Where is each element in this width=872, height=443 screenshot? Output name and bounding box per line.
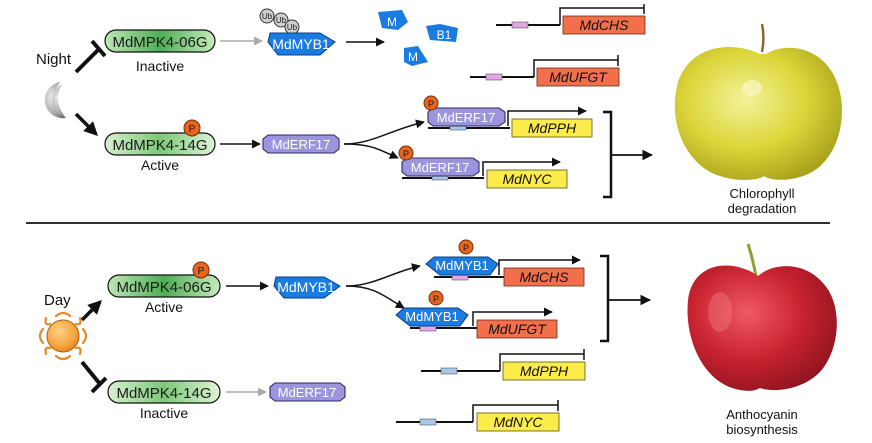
day-mpk-06g-name: MdMPK4-06G <box>116 279 211 296</box>
svg-text:P: P <box>403 149 409 159</box>
myb-binding-site <box>511 21 529 29</box>
night-gene-mdnyc: MdERF17 P MdNYC <box>398 145 568 189</box>
svg-text:P: P <box>433 294 439 304</box>
night-myb-hexagon <box>267 32 336 56</box>
night-activate-arrow <box>74 112 98 136</box>
night-erf-tag <box>262 134 340 154</box>
night-gene-mdufgt: MdUFGT <box>470 55 620 87</box>
night-branch-up-arrow <box>343 119 425 145</box>
svg-text:MdCHS: MdCHS <box>579 17 629 33</box>
svg-text:MdNYC: MdNYC <box>493 414 543 430</box>
sun-icon <box>38 311 88 361</box>
bound-myb-hexagon <box>395 307 469 327</box>
night-branch-down-arrow <box>343 143 399 159</box>
svg-text:MdUFGT: MdUFGT <box>549 69 608 85</box>
day-erf-tag <box>269 382 346 402</box>
night-bracket <box>603 110 613 199</box>
erf-binding-site <box>440 367 458 375</box>
bound-erf-tag <box>401 157 480 177</box>
bound-erf-tag <box>427 107 506 127</box>
night-erf-name: MdERF17 <box>272 137 331 152</box>
day-outcome-line2: biosynthesis <box>726 422 798 437</box>
night-gene-mdchs: MdCHS <box>496 4 646 35</box>
day-mpk-06g-pill <box>107 274 221 298</box>
svg-text:P: P <box>463 243 469 253</box>
svg-text:M: M <box>387 15 397 29</box>
phospho-badge <box>423 95 439 111</box>
svg-text:P: P <box>189 124 196 135</box>
phospho-badge <box>183 119 201 137</box>
yellow-apple-image <box>674 23 842 181</box>
night-gene-mdpph: MdERF17 P MdPPH <box>423 95 593 138</box>
day-erf-name: MdERF17 <box>278 385 337 400</box>
svg-text:MdMYB1: MdMYB1 <box>435 258 488 273</box>
day-mpk-14g-state: Inactive <box>140 405 188 421</box>
day-gene-mdpph: MdPPH <box>421 349 586 381</box>
day-branch-down-arrow <box>345 285 405 309</box>
moon-shade <box>52 84 66 118</box>
myb-binding-site <box>451 274 469 281</box>
ub-mark: Ub <box>287 23 298 32</box>
svg-text:MdERF17: MdERF17 <box>411 160 470 175</box>
day-inhibit-bar <box>90 376 108 394</box>
svg-text:MdNYC: MdNYC <box>502 171 552 187</box>
night-mpk-14g-pill <box>104 132 216 156</box>
night-outcome-line2: degradation <box>728 201 797 216</box>
myb-binding-site <box>485 73 503 81</box>
myb-fragments: M B1 M <box>378 10 458 66</box>
night-inhibit-line <box>74 47 101 74</box>
svg-text:MdPPH: MdPPH <box>528 120 577 136</box>
night-mpk-06g-state: Inactive <box>136 58 184 74</box>
day-mpk-14g-name: MdMPK4-14G <box>116 385 211 402</box>
night-label: Night <box>36 51 72 68</box>
day-inhibit-line <box>80 360 102 386</box>
svg-text:MdCHS: MdCHS <box>519 269 569 285</box>
phospho-badge <box>192 261 210 279</box>
day-gene-mdnyc: MdNYC <box>396 400 560 432</box>
night-myb-name: MdMYB1 <box>272 36 330 52</box>
bound-myb-hexagon <box>425 256 499 276</box>
erf-binding-site <box>419 418 437 426</box>
day-outcome-line1: Anthocyanin <box>726 407 798 422</box>
night-mpk-06g-name: MdMPK4-06G <box>112 34 207 51</box>
day-gene-mdchs: MdMYB1 P MdCHS <box>425 239 585 287</box>
svg-text:P: P <box>428 99 434 109</box>
svg-text:MdUFGT: MdUFGT <box>488 321 547 337</box>
day-label: Day <box>44 292 71 309</box>
night-inhibit-bar <box>90 39 107 58</box>
day-gene-mdufgt: MdMYB1 P MdUFGT <box>395 290 558 339</box>
day-branch-up-arrow <box>345 263 421 287</box>
day-mpk-06g-state: Active <box>145 299 183 315</box>
day-mpk-14g-pill <box>107 380 221 404</box>
phospho-badge <box>458 239 474 255</box>
day-activate-arrow <box>80 300 102 322</box>
myb-binding-site <box>419 325 437 332</box>
phospho-badge <box>428 290 444 306</box>
night-mpk-06g-pill <box>104 29 216 53</box>
svg-text:MdERF17: MdERF17 <box>437 110 496 125</box>
day-myb-name: MdMYB1 <box>277 279 335 295</box>
svg-text:MdMYB1: MdMYB1 <box>405 309 458 324</box>
ubiquitin-chain: Ub Ub Ub <box>259 8 300 35</box>
svg-text:MdPPH: MdPPH <box>520 363 569 379</box>
night-mpk-14g-state: Active <box>141 157 179 173</box>
svg-text:P: P <box>198 266 205 277</box>
day-bracket <box>600 254 610 343</box>
ub-mark: Ub <box>276 16 287 25</box>
night-outcome-line1: Chlorophyll <box>729 186 794 201</box>
svg-text:B1: B1 <box>437 28 452 42</box>
phospho-badge <box>398 145 414 161</box>
ub-mark: Ub <box>262 12 273 21</box>
red-apple-image <box>687 243 837 391</box>
night-mpk-14g-name: MdMPK4-14G <box>112 137 207 154</box>
svg-text:M: M <box>408 50 418 64</box>
day-myb-hexagon <box>273 276 341 299</box>
